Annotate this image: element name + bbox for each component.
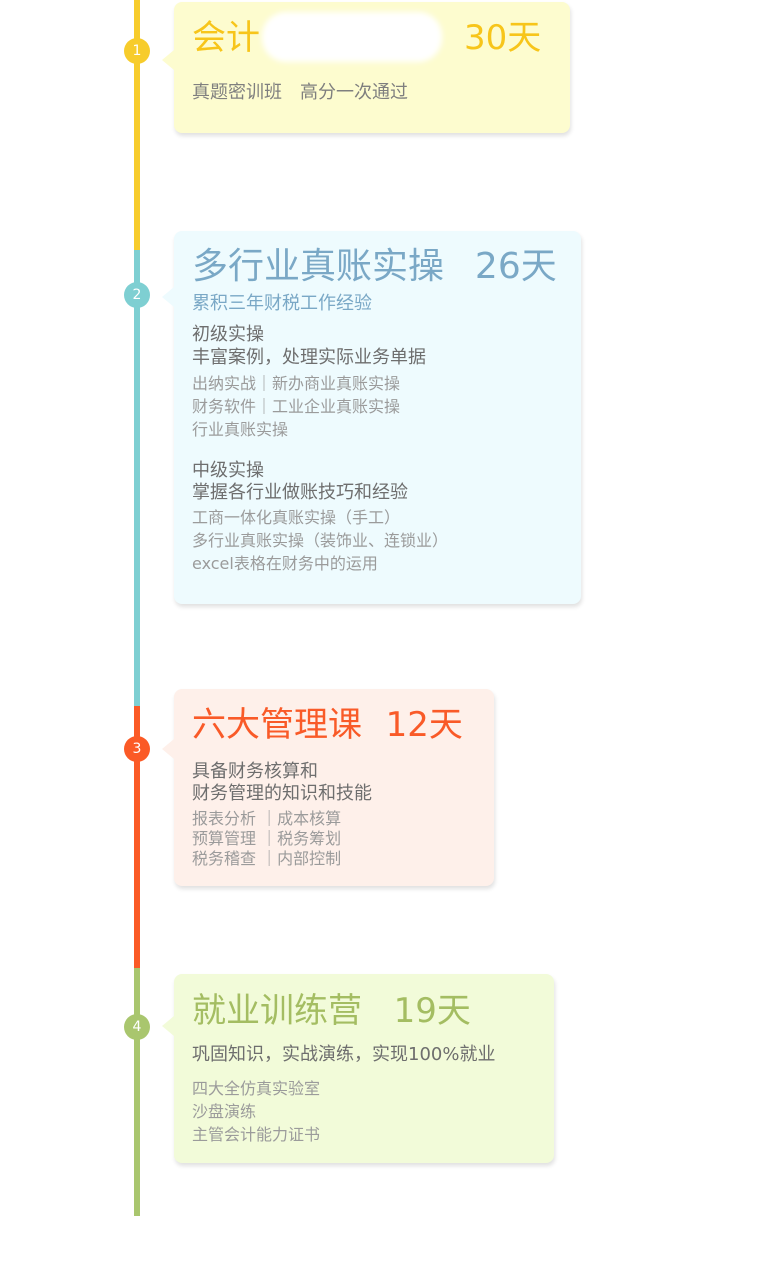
- step-3-subtitle-line-2: 财务管理的知识和技能: [192, 783, 372, 804]
- timeline-segment-1: [134, 0, 140, 250]
- list-item: 税务稽查 ｜内部控制: [192, 849, 342, 868]
- list-item: 出纳实战｜新办商业真账实操: [192, 374, 401, 393]
- step-1-days: 30天: [464, 18, 542, 58]
- step-2-title: 多行业真账实操 26天: [192, 247, 557, 287]
- timeline-segment-3: [134, 706, 140, 968]
- step-2-title-main: 多行业真账实操: [192, 246, 445, 287]
- list-item: 预算管理 ｜税务筹划: [192, 829, 342, 848]
- step-1-subtitle: 真题密训班 高分一次通过: [192, 82, 408, 103]
- list-item: 沙盘演练: [192, 1102, 257, 1121]
- step-card-4: 就业训练营 19天 巩固知识，实战演练，实现100%就业 四大全仿真实验室 沙盘…: [162, 974, 554, 1163]
- step-marker-1: 1: [124, 38, 150, 64]
- list-item: excel表格在财务中的运用: [192, 554, 378, 573]
- section-summary-basic: 丰富案例，处理实际业务单据: [192, 347, 426, 368]
- redacted-area: [262, 12, 442, 62]
- step-3-title-main: 六大管理课: [192, 705, 362, 745]
- list-item: 报表分析 ｜成本核算: [192, 809, 342, 828]
- step-2-title-days: 26天: [474, 246, 557, 287]
- list-item: 财务软件｜工业企业真账实操: [192, 397, 401, 416]
- step-marker-4: 4: [124, 1014, 150, 1040]
- step-marker-3: 3: [124, 736, 150, 762]
- section-summary-intermediate: 掌握各行业做账技巧和经验: [192, 482, 408, 503]
- step-4-subtitle: 巩固知识，实战演练，实现100%就业: [192, 1044, 496, 1065]
- list-item: 四大全仿真实验室: [192, 1079, 321, 1098]
- step-card-1: 会计 30天 真题密训班 高分一次通过: [162, 2, 570, 133]
- step-3-title-days: 12天: [385, 705, 463, 745]
- timeline-segment-2: [134, 250, 140, 706]
- step-1-title: 会计: [192, 18, 260, 58]
- step-1-title-main: 会计: [192, 18, 260, 58]
- section-heading-intermediate: 中级实操: [192, 460, 264, 481]
- list-item: 行业真账实操: [192, 420, 289, 439]
- list-item: 多行业真账实操（装饰业、连锁业）: [192, 531, 449, 550]
- step-card-3: 六大管理课 12天 具备财务核算和 财务管理的知识和技能 报表分析 ｜成本核算 …: [162, 689, 494, 886]
- step-2-subtitle: 累积三年财税工作经验: [192, 293, 372, 314]
- timeline-segment-4: [134, 968, 140, 1216]
- step-4-title-days: 19天: [393, 991, 471, 1031]
- step-3-subtitle-line-1: 具备财务核算和: [192, 761, 318, 782]
- step-card-2: 多行业真账实操 26天 累积三年财税工作经验 初级实操 丰富案例，处理实际业务单…: [162, 231, 581, 604]
- step-marker-2: 2: [124, 282, 150, 308]
- section-heading-basic: 初级实操: [192, 324, 264, 345]
- list-item: 主管会计能力证书: [192, 1125, 321, 1144]
- list-item: 工商一体化真账实操（手工）: [192, 508, 401, 527]
- step-3-title: 六大管理课 12天: [192, 705, 463, 745]
- step-4-title-main: 就业训练营: [192, 991, 362, 1031]
- step-4-title: 就业训练营 19天: [192, 991, 471, 1031]
